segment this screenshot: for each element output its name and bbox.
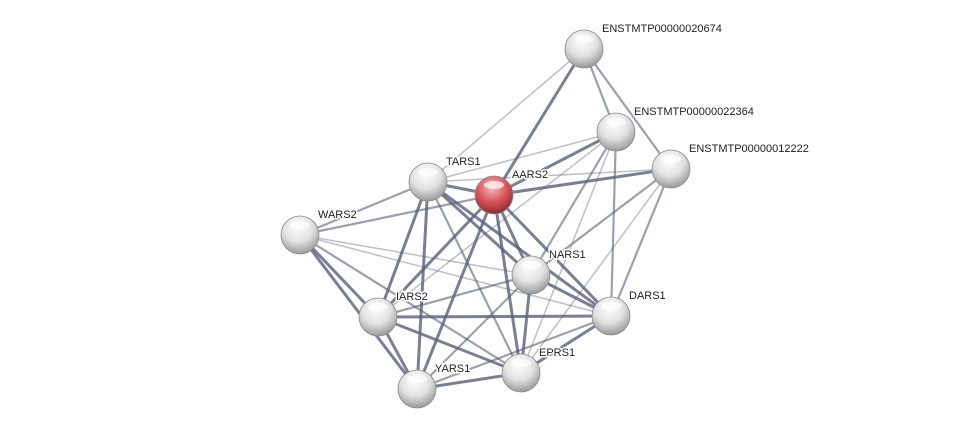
node-label: ENSTMTP00000012222 (689, 143, 809, 155)
edge-enstmtp00000012222-aars2[interactable] (493, 167, 672, 197)
edge-aars2-eprs1[interactable] (492, 194, 523, 374)
node-enstmtp00000012222[interactable]: ENSTMTP00000012222 (651, 142, 810, 189)
node-label: DARS1 (629, 290, 666, 302)
nodes: ENSTMTP00000020674ENSTMTP00000022364ENST… (280, 22, 810, 409)
edge-tars1-yars1[interactable] (415, 181, 430, 390)
edge-wars2-yars1[interactable] (298, 234, 419, 390)
edge-nars1-iars2[interactable] (377, 273, 532, 319)
node-iars2[interactable]: IARS2 (358, 290, 429, 337)
node-highlight (368, 303, 388, 311)
node-yars1[interactable]: YARS1 (397, 362, 472, 409)
node-label: TARS1 (446, 156, 481, 168)
node-enstmtp00000020674[interactable]: ENSTMTP00000020674 (564, 22, 723, 69)
node-highlight (521, 261, 541, 269)
node-highlight (418, 168, 438, 176)
node-enstmtp00000022364[interactable]: ENSTMTP00000022364 (596, 105, 755, 152)
edges (298, 48, 673, 391)
node-highlight (407, 375, 427, 383)
node-label: NARS1 (549, 249, 586, 261)
edge-tars1-iars2[interactable] (376, 181, 430, 318)
node-nars1[interactable]: NARS1 (511, 248, 587, 295)
edge-enstmtp00000022364-eprs1[interactable] (520, 131, 617, 374)
node-label: EPRS1 (539, 347, 575, 359)
node-eprs1[interactable]: EPRS1 (501, 346, 577, 393)
edge-wars2-nars1[interactable] (299, 234, 532, 276)
node-aars2[interactable]: AARS2 (474, 168, 550, 215)
node-label: ENSTMTP00000020674 (602, 23, 722, 35)
edge-enstmtp00000022364-nars1[interactable] (530, 131, 617, 276)
edge-aars2-wars2[interactable] (299, 193, 495, 237)
node-label: ENSTMTP00000022364 (634, 106, 754, 118)
node-label: YARS1 (435, 363, 470, 375)
edge-nars1-yars1[interactable] (416, 274, 532, 390)
edge-enstmtp00000012222-tars1[interactable] (427, 168, 672, 183)
edge-enstmtp00000012222-dars1[interactable] (609, 168, 673, 317)
edge-enstmtp00000020674-tars1[interactable] (427, 48, 585, 183)
node-label: AARS2 (512, 169, 548, 181)
edge-dars1-yars1[interactable] (416, 314, 612, 391)
edge-tars1-wars2[interactable] (299, 180, 429, 237)
node-highlight (606, 118, 626, 126)
node-highlight (290, 221, 310, 229)
edge-wars2-eprs1[interactable] (299, 234, 522, 374)
node-highlight (661, 155, 681, 163)
node-label: IARS2 (396, 291, 428, 303)
node-tars1[interactable]: TARS1 (408, 155, 482, 202)
node-label: WARS2 (318, 209, 357, 221)
edge-tars1-eprs1[interactable] (427, 181, 522, 374)
edge-wars2-dars1[interactable] (299, 234, 612, 317)
edge-enstmtp00000020674-aars2[interactable] (492, 48, 586, 196)
edge-enstmtp00000020674-enstmtp00000012222[interactable] (583, 48, 672, 170)
edge-iars2-eprs1[interactable] (377, 315, 522, 375)
edge-iars2-dars1[interactable] (377, 314, 612, 319)
node-highlight (574, 35, 594, 43)
node-highlight (484, 181, 504, 189)
edge-aars2-yars1[interactable] (415, 194, 496, 390)
node-dars1[interactable]: DARS1 (591, 289, 667, 336)
node-highlight (511, 359, 531, 367)
edge-enstmtp00000012222-eprs1[interactable] (520, 168, 672, 374)
edge-enstmtp00000022364-aars2[interactable] (493, 130, 617, 197)
node-wars2[interactable]: WARS2 (280, 208, 358, 255)
edge-enstmtp00000022364-dars1[interactable] (609, 131, 618, 317)
edge-aars2-dars1[interactable] (492, 193, 613, 318)
node-highlight (601, 302, 621, 310)
edge-enstmtp00000022364-tars1[interactable] (427, 131, 617, 183)
